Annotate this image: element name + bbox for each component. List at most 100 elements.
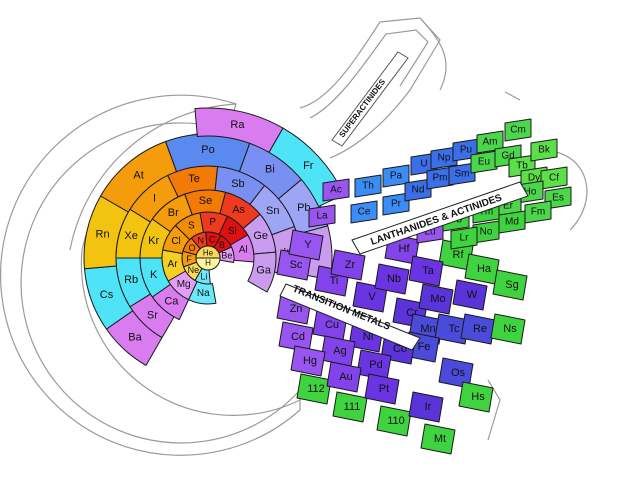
element-ga[interactable]: Ga [247,251,277,293]
element-se[interactable]: Se [184,189,227,216]
element-ac[interactable]: Ac [322,178,350,202]
element-y[interactable]: Y [288,229,324,261]
element-cell [426,166,454,190]
element-symbol: Ba [128,332,142,344]
element-symbol: Cf [549,173,559,184]
element-112[interactable]: 112 [296,373,332,405]
element-ce[interactable]: Ce [350,200,378,224]
element-he[interactable]: He [195,245,221,259]
element-symbol: Sb [231,178,244,190]
element-sm[interactable]: Sm [448,162,476,186]
element-cell [408,391,444,423]
element-eu[interactable]: Eu [470,150,498,174]
element-symbol: Lr [460,233,470,244]
element-symbol: Dy [528,173,540,184]
element-pd[interactable]: Pd [356,349,392,381]
element-110[interactable]: 110 [376,405,412,437]
element-symbol: H [205,259,211,268]
element-cell [452,279,488,311]
element-symbol: Ti [330,275,339,287]
element-mo[interactable]: Mo [418,283,454,315]
element-nb[interactable]: Nb [374,263,410,295]
element-symbol: Br [168,207,179,219]
element-symbol: Sr [147,310,158,322]
element-nd[interactable]: Nd [404,178,432,202]
element-symbol: As [232,204,245,216]
element-111[interactable]: 111 [332,391,368,423]
core: HHe [195,245,221,271]
element-symbol: Eu [478,157,490,168]
element-la[interactable]: La [308,204,336,228]
element-th[interactable]: Th [354,174,382,198]
element-symbol: Cr [406,307,418,319]
element-cm[interactable]: Cm [504,118,532,142]
element-ir[interactable]: Ir [408,391,444,423]
element-pt[interactable]: Pt [364,373,400,405]
element-mt[interactable]: Mt [420,423,456,455]
element-symbol: Ac [330,185,342,196]
element-symbol: Pt [379,383,389,395]
element-symbol: Pd [369,359,382,371]
element-pm[interactable]: Pm [426,166,454,190]
element-symbol: Ge [253,230,268,242]
element-symbol: Tc [449,323,461,335]
element-bk[interactable]: Bk [530,138,558,162]
element-tc[interactable]: Tc [434,313,470,345]
element-cell [420,423,456,455]
element-symbol: Ag [333,345,346,357]
element-fm[interactable]: Fm [524,200,552,224]
element-cell [376,405,412,437]
element-symbol: Se [199,195,212,207]
element-cell [492,269,528,301]
element-po[interactable]: Po [165,133,251,173]
element-symbol: Ca [164,296,179,308]
element-symbol: Am [483,137,498,148]
element-h[interactable]: H [195,257,221,271]
element-zr[interactable]: Zr [330,249,366,281]
element-lr[interactable]: Lr [450,226,478,250]
element-as[interactable]: As [219,191,261,229]
element-ns[interactable]: Ns [490,313,526,345]
element-symbol: S [188,221,195,232]
banner-superactinides: SUPERACTINIDES [331,51,409,147]
element-pr[interactable]: Pr [382,192,410,216]
element-symbol: Ra [230,119,245,131]
element-au[interactable]: Au [326,361,362,393]
element-md[interactable]: Md [498,210,526,234]
element-symbol: Ni [363,331,373,343]
element-ra[interactable]: Ra [194,107,284,153]
element-cell [430,146,458,170]
element-np[interactable]: Np [430,146,458,170]
element-hs[interactable]: Hs [458,381,494,413]
element-symbol: Mn [420,323,435,335]
element-cell [354,174,382,198]
element-ag[interactable]: Ag [320,335,356,367]
element-symbol: Ar [168,259,179,270]
element-ha[interactable]: Ha [464,253,500,285]
element-re[interactable]: Re [460,313,496,345]
element-sg[interactable]: Sg [492,269,528,301]
element-w[interactable]: W [452,279,488,311]
element-symbol: Sc [290,259,303,271]
element-cell [404,178,432,202]
element-cell [330,249,366,281]
element-symbol: Er [503,201,514,212]
element-cell [460,313,496,345]
element-os[interactable]: Os [438,357,474,389]
element-sc[interactable]: Sc [276,249,312,281]
element-symbol: Na [197,288,210,299]
element-cell [434,313,470,345]
element-symbol: Hs [471,391,485,403]
element-cf[interactable]: Cf [540,166,568,190]
element-hg[interactable]: Hg [290,345,326,377]
element-symbol: I [153,193,156,205]
element-cell [288,229,324,261]
element-symbol: Th [362,181,374,192]
element-ta[interactable]: Ta [408,255,444,287]
element-symbol: Fe [418,341,431,353]
element-symbol: Ne [188,265,200,275]
element-symbol: Ta [422,265,435,277]
element-symbol: Cu [325,319,339,331]
